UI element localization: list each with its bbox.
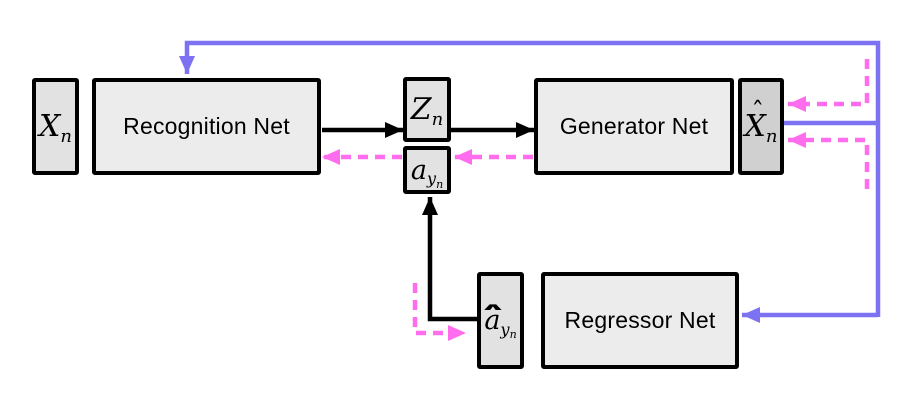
wire-gradient-stub-bottom-to-xhat bbox=[788, 132, 870, 189]
generator-net-box: Generator Net bbox=[534, 78, 734, 175]
ayhat-box: ∧ayn bbox=[477, 272, 524, 369]
ayn-box: ayn bbox=[403, 146, 451, 194]
wire-gradient-stub-to-ayhat bbox=[412, 283, 466, 341]
ayhat-label: ∧ayn bbox=[479, 300, 517, 342]
wire-ayhat-to-ayn-arrow bbox=[422, 197, 478, 322]
zn-box: Zn bbox=[403, 77, 451, 142]
recognition-net-label: Recognition Net bbox=[123, 113, 290, 139]
wide-hat-accent: ∧ bbox=[479, 300, 507, 313]
wire-xhat-to-recognition-blue-arrow bbox=[179, 40, 881, 317]
xn-box: Xn bbox=[32, 78, 79, 175]
regressor-net-label: Regressor Net bbox=[564, 307, 716, 333]
ayn-label: ayn bbox=[410, 154, 444, 191]
recognition-net-box: Recognition Net bbox=[92, 78, 321, 175]
hat-accent: ˆ bbox=[751, 96, 765, 127]
regressor-net-box: Regressor Net bbox=[541, 272, 739, 369]
xn-label: Xn bbox=[39, 108, 72, 147]
generator-net-label: Generator Net bbox=[559, 113, 709, 139]
wire-gradient-stub-top-to-xhat bbox=[788, 59, 870, 112]
zn-label: Zn bbox=[410, 91, 444, 130]
